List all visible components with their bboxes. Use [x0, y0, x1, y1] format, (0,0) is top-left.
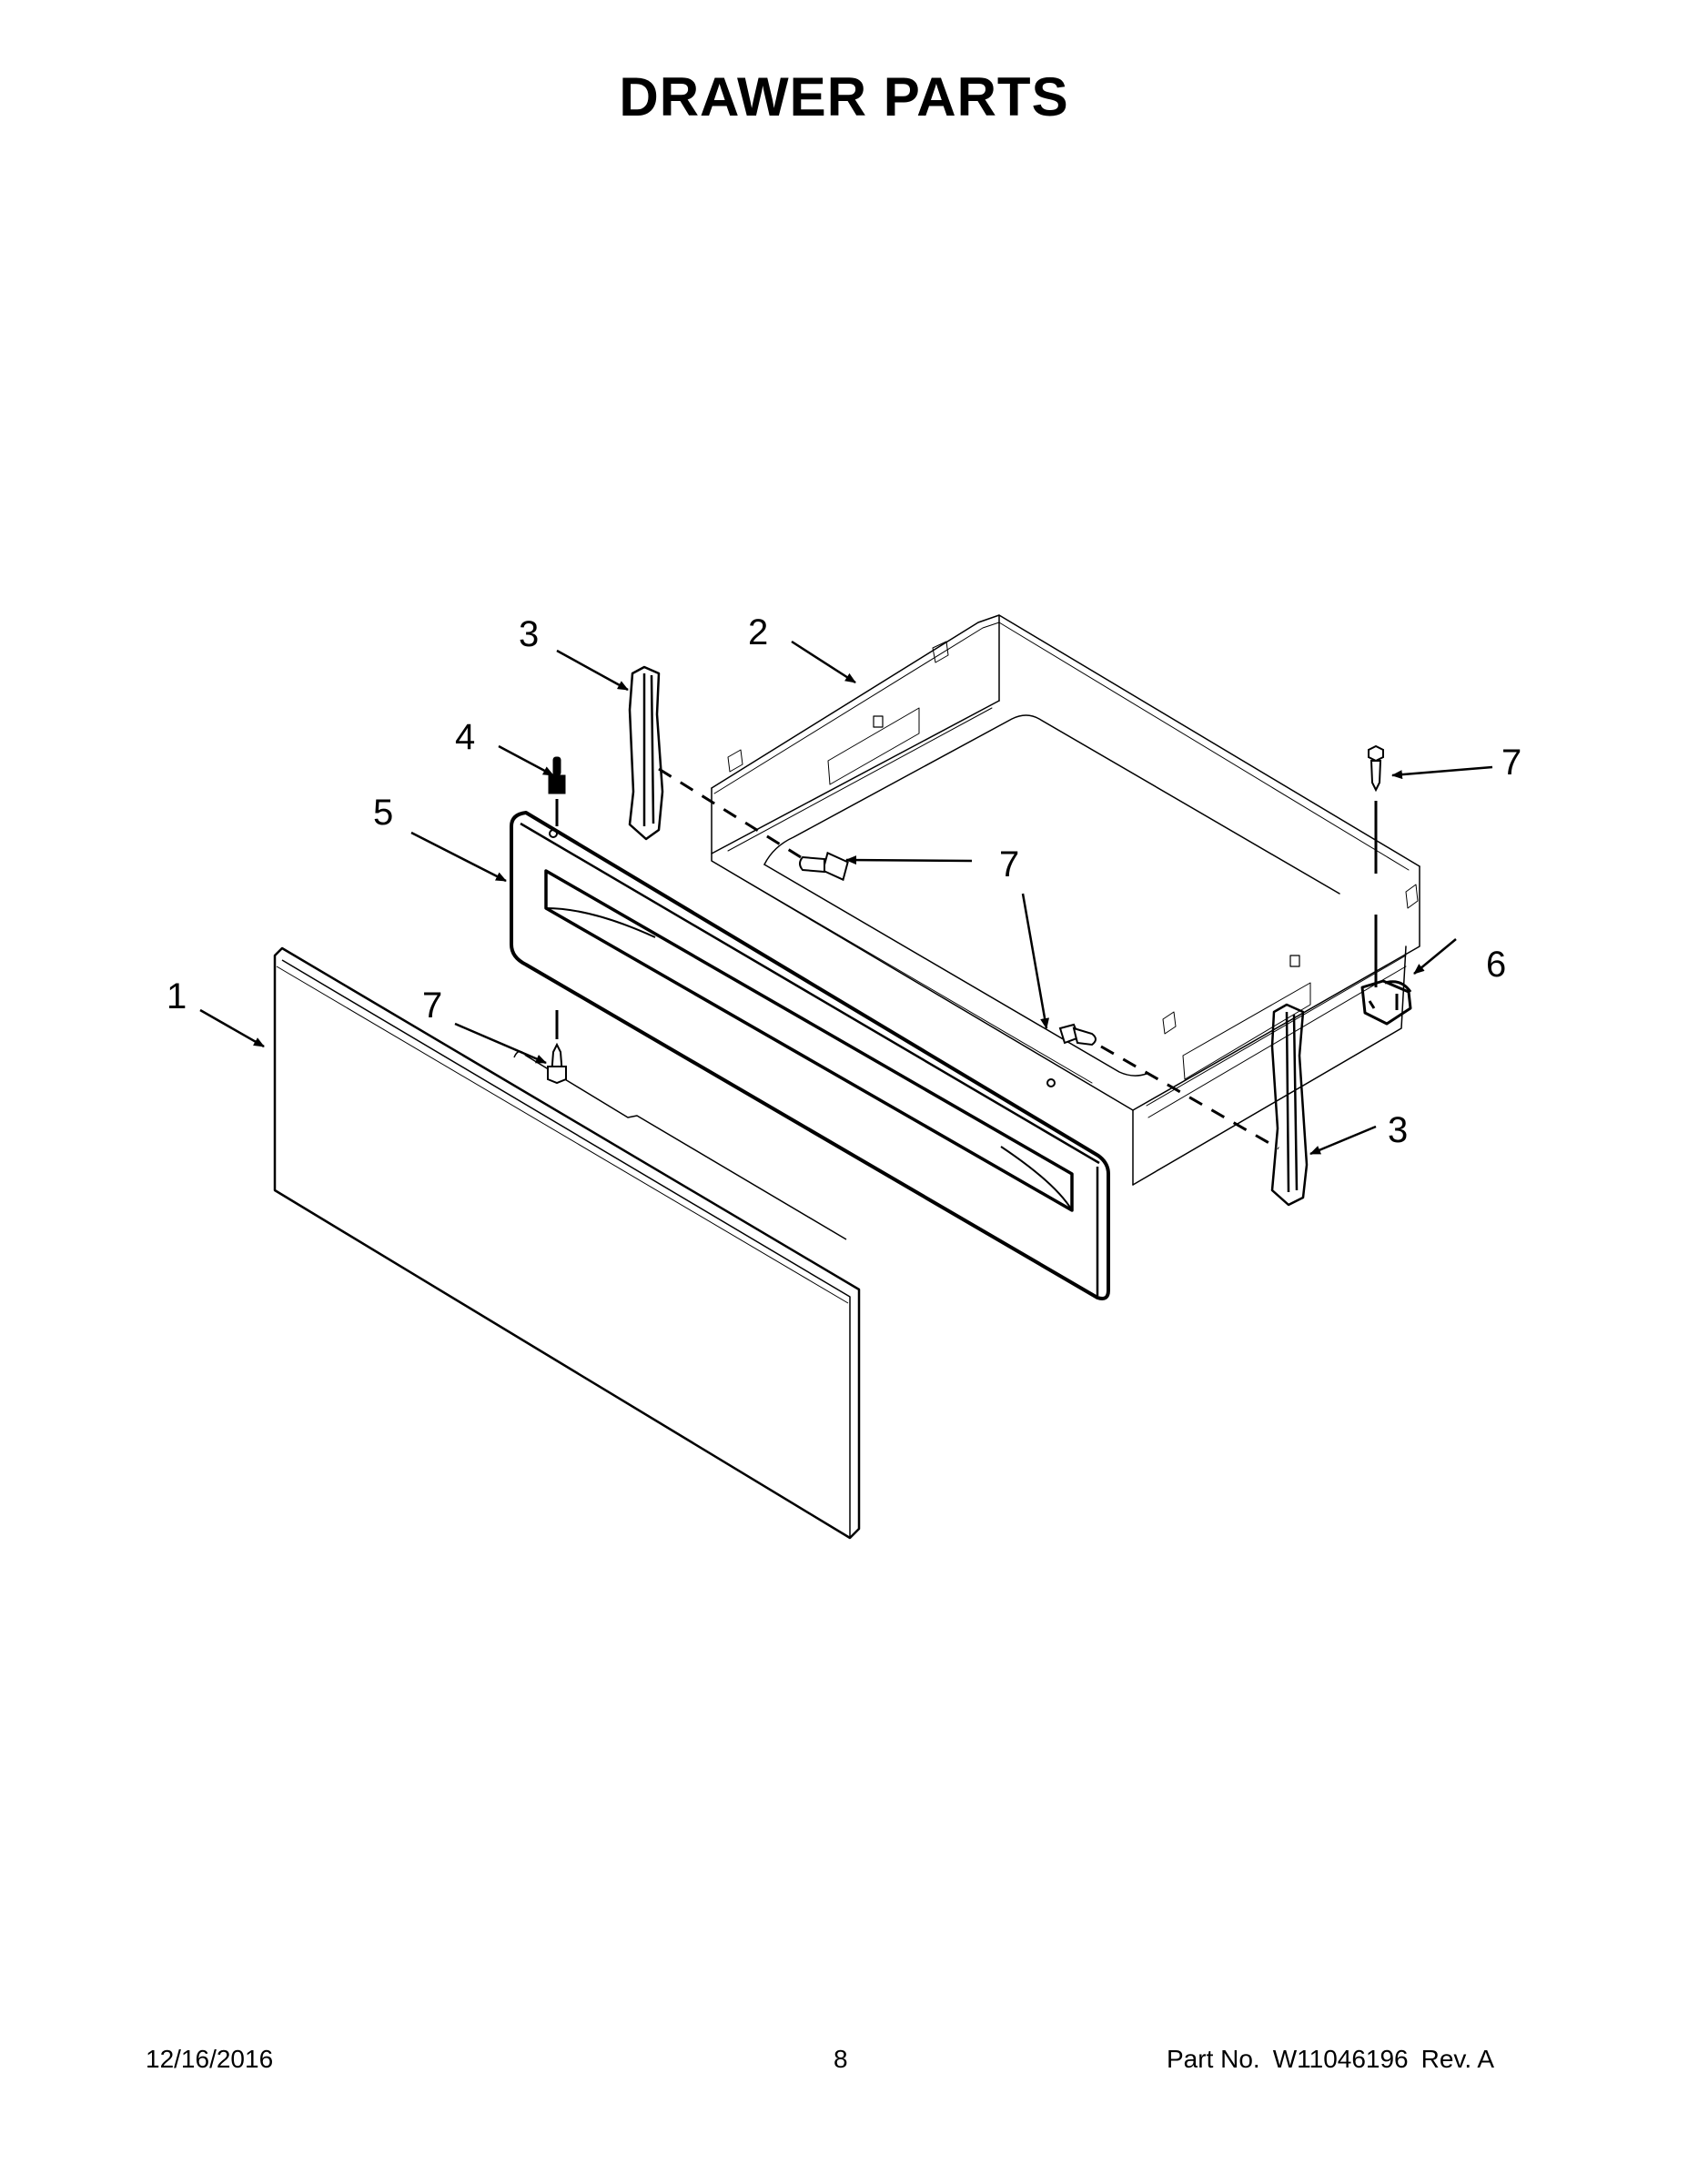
revision: Rev. A — [1420, 2045, 1495, 2073]
assembly-lines — [555, 767, 1378, 1150]
footer-part-info: Part No. W11046196 Rev. A — [1167, 2045, 1507, 2074]
drawer-slide-left — [628, 665, 664, 841]
callout-7-front: 7 — [422, 986, 443, 1026]
screw-icon — [547, 744, 1384, 1085]
clip — [1360, 979, 1412, 1026]
drawer-front-frame — [510, 811, 1110, 1300]
callout-7-center: 7 — [999, 844, 1020, 885]
callout-arrows — [199, 640, 1493, 1156]
drawer-slide-right — [1270, 1003, 1309, 1207]
callout-4: 4 — [455, 717, 476, 757]
part-number: W11046196 — [1272, 2045, 1409, 2073]
footer-date: 12/16/2016 — [146, 2045, 274, 2073]
part-label: Part No. — [1167, 2045, 1260, 2073]
footer-page-number: 8 — [834, 2045, 848, 2073]
callout-3-left: 3 — [519, 614, 540, 654]
callout-5: 5 — [373, 793, 394, 833]
stud — [548, 756, 566, 826]
callout-1: 1 — [167, 976, 187, 1016]
page-title: DRAWER PARTS — [619, 66, 1069, 127]
callout-2: 2 — [748, 612, 769, 652]
drawer-box — [711, 614, 1420, 1186]
callout-7-top-right: 7 — [1501, 743, 1522, 783]
callout-3-right: 3 — [1388, 1110, 1409, 1150]
callout-6: 6 — [1486, 945, 1507, 985]
